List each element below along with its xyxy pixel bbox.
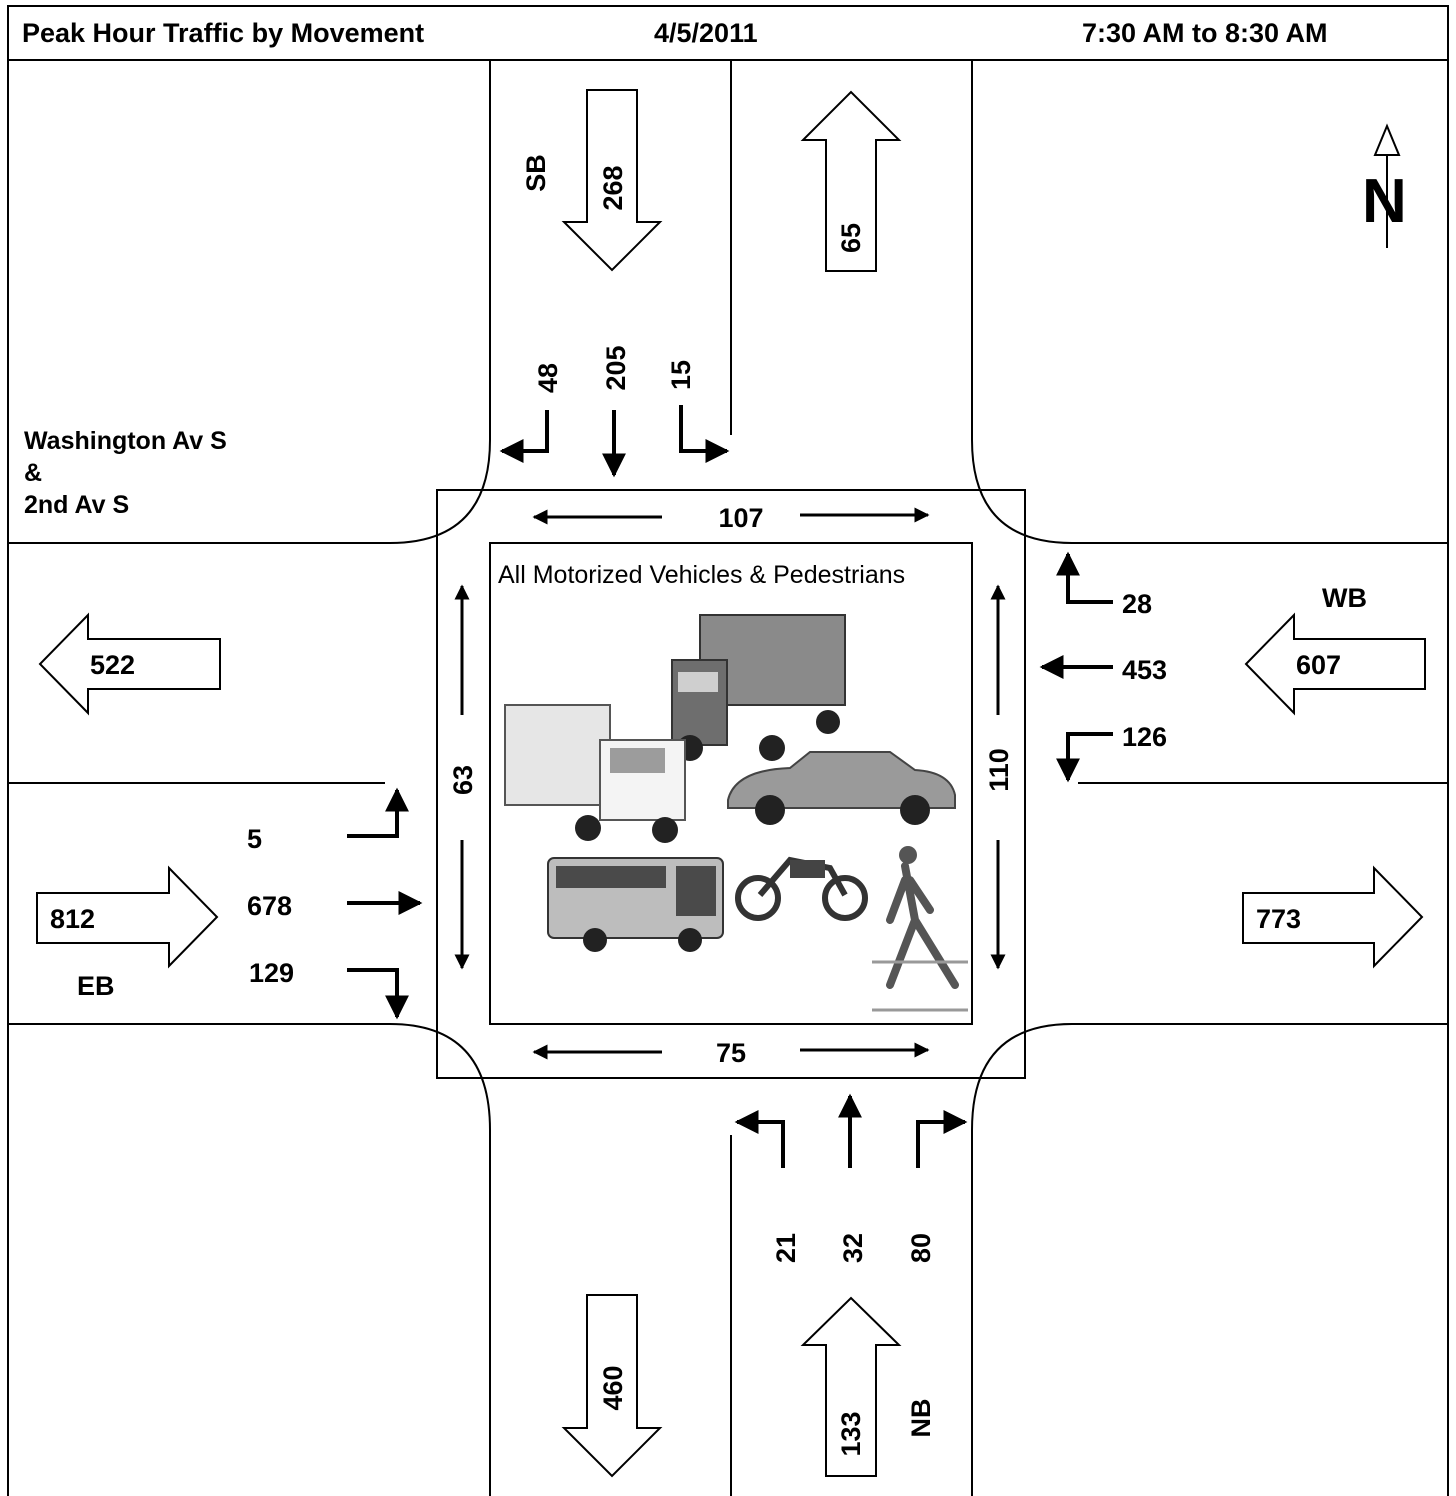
sb-left-volume: 15: [666, 360, 696, 390]
road-edges: [8, 60, 1448, 1496]
intersection-name-line1: Washington Av S: [24, 427, 227, 455]
eb-through-volume: 678: [247, 891, 292, 921]
center-label: All Motorized Vehicles & Pedestrians: [498, 561, 905, 589]
outer-frame: [7, 60, 1449, 1496]
nb-label: NB: [906, 1399, 936, 1438]
wb-through-volume: 453: [1122, 655, 1167, 685]
wb-right-volume: 28: [1122, 589, 1152, 619]
bus-icon: [547, 857, 724, 952]
south-exiting-volume: 460: [598, 1365, 628, 1410]
intersection-name-line2: &: [24, 459, 42, 487]
sb-right-turn-arrow: [499, 410, 549, 463]
sb-label: SB: [521, 154, 551, 192]
west-crosswalk-volume: 63: [448, 765, 478, 795]
eb-right-turn-arrow: [347, 968, 409, 1020]
eb-left-volume: 5: [247, 824, 262, 854]
north-exiting-arrow: [800, 90, 902, 272]
sb-right-volume: 48: [533, 363, 563, 393]
eb-entering-arrow: [36, 865, 219, 969]
nb-entering-volume: 133: [836, 1411, 866, 1456]
south-exiting-arrow: [561, 1294, 663, 1478]
count-period: 7:30 AM to 8:30 AM: [1082, 18, 1328, 48]
eb-entering-volume: 812: [50, 904, 95, 934]
nb-left-turn-arrow: [734, 1110, 785, 1168]
wb-entering-arrow: [1244, 612, 1426, 716]
nb-entering-arrow: [800, 1296, 902, 1477]
north-crosswalk-volume: 107: [718, 503, 763, 533]
truck-icon: [504, 704, 686, 843]
car-icon: [727, 751, 956, 825]
wb-left-turn-arrow: [1056, 732, 1113, 783]
north-arrow-icon: N: [1362, 123, 1407, 248]
east-crosswalk-volume: 110: [984, 748, 1014, 792]
wb-label: WB: [1322, 583, 1367, 613]
sb-left-turn-arrow: [679, 405, 730, 463]
wb-entering-volume: 607: [1296, 650, 1341, 680]
eb-label: EB: [77, 971, 115, 1001]
sb-entering-volume: 268: [598, 165, 628, 210]
eb-right-volume: 129: [249, 958, 294, 988]
south-crosswalk-volume: 75: [716, 1038, 746, 1068]
header-bar: [7, 5, 1449, 61]
eb-left-turn-arrow: [347, 787, 409, 838]
sb-through-volume: 205: [601, 345, 631, 390]
east-exiting-arrow: [1242, 865, 1424, 969]
wb-left-volume: 126: [1122, 722, 1167, 752]
pedestrian-icon: [872, 846, 968, 1012]
count-date: 4/5/2011: [654, 18, 758, 48]
motorcycle-icon: [735, 856, 868, 921]
intersection-name-line3: 2nd Av S: [24, 491, 129, 519]
sb-entering-arrow: [561, 89, 663, 272]
east-exiting-volume: 773: [1256, 904, 1301, 934]
west-exiting-volume: 522: [90, 650, 135, 680]
north-label: N: [1362, 167, 1407, 236]
nb-left-volume: 21: [771, 1233, 801, 1263]
nb-right-turn-arrow: [916, 1110, 968, 1168]
wb-right-turn-arrow: [1056, 551, 1113, 604]
diagram-title: Peak Hour Traffic by Movement: [22, 18, 424, 48]
west-exiting-arrow: [38, 612, 221, 716]
north-exiting-volume: 65: [836, 223, 866, 253]
nb-through-volume: 32: [838, 1233, 868, 1263]
nb-right-volume: 80: [906, 1233, 936, 1263]
